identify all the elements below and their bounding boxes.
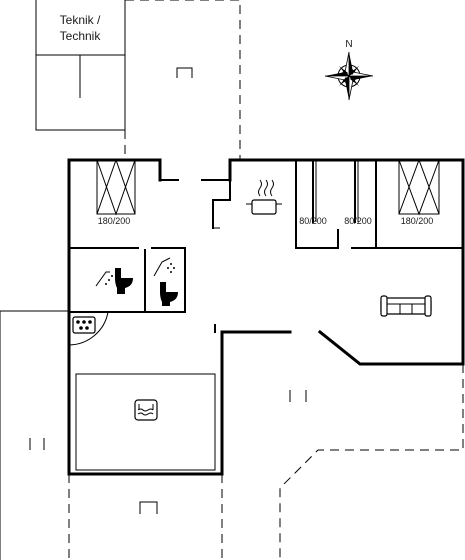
- technik-room: Teknik / Technik: [35, 0, 126, 131]
- lower-terrace: [68, 364, 464, 560]
- whirlpool-icon: [72, 316, 96, 334]
- toilet-icon-2: [160, 282, 178, 306]
- bed-mid2: 80/200: [344, 216, 372, 226]
- chair-icon: [176, 67, 193, 78]
- compass-north-label: N: [345, 39, 352, 50]
- toilet-icon: [115, 268, 133, 294]
- interior-walls: [68, 159, 464, 333]
- upper-terrace: [124, 0, 241, 160]
- bed-mid2-label: 80/200: [344, 216, 372, 226]
- bed-mid1-label: 80/200: [299, 216, 327, 226]
- spa-area: [68, 311, 109, 346]
- bed-left-label: 180/200: [98, 216, 131, 226]
- bed-right: 180/200: [398, 158, 440, 226]
- living-room-marker: [289, 390, 307, 402]
- compass-rose-icon: N: [324, 39, 374, 101]
- bed-right-label: 180/200: [401, 216, 434, 226]
- bed-mid1: 80/200: [299, 216, 327, 226]
- bed-left: 180/200: [96, 158, 136, 226]
- exterior-walls: [67, 158, 465, 476]
- technik-label-line2: Technik: [60, 29, 102, 43]
- pool-icon: [134, 399, 158, 421]
- shower-icon: [95, 271, 113, 287]
- pool: [75, 373, 216, 471]
- cooking-pot-icon: [246, 179, 282, 215]
- left-terrace: [0, 310, 69, 560]
- chair-icon-2: [139, 501, 158, 514]
- shower-icon-2: [153, 257, 175, 277]
- sofa-icon: [380, 295, 432, 317]
- technik-label-line1: Teknik /: [60, 13, 101, 27]
